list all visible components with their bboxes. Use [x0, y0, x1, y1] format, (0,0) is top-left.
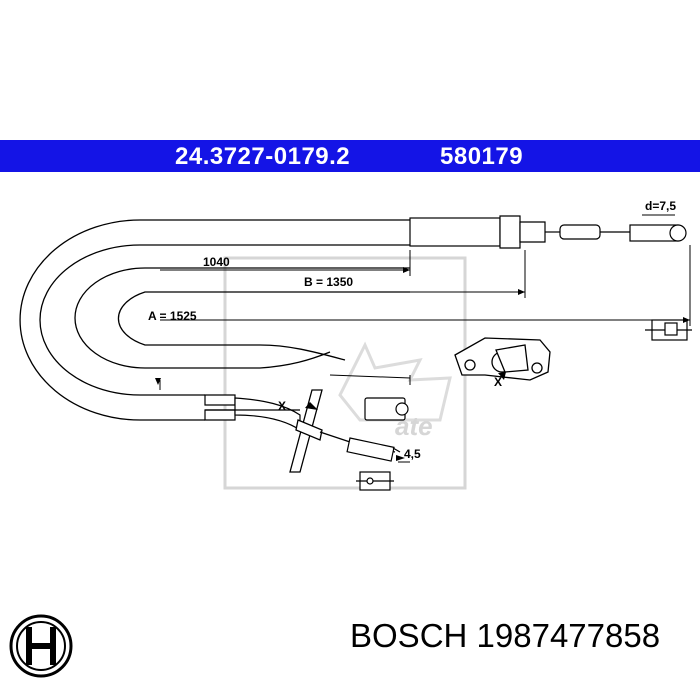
brand-name: BOSCH [350, 617, 468, 654]
detail-marker-x-right: X [494, 375, 502, 389]
bracket-detail [454, 337, 551, 381]
dimension-arrows [155, 267, 690, 461]
article-number: 1987477858 [476, 617, 661, 654]
reference-number: 580179 [440, 143, 524, 170]
end-section-detail [645, 319, 692, 341]
cable-sheath [19, 219, 410, 421]
lower-nipple [346, 397, 409, 491]
mounting-bracket [289, 389, 396, 473]
brand-article-line: BOSCH 1987477858 [350, 617, 660, 655]
part-number: 24.3727-0179.2 [175, 143, 351, 170]
dim-b-label: B = 1350 [304, 275, 353, 289]
cable-drawing: ate [19, 199, 692, 491]
bosch-armature-icon [9, 614, 73, 678]
header-bar: 24.3727-0179.2 580179 [0, 140, 700, 172]
detail-marker-x-left: X [278, 399, 286, 413]
upper-fitting [409, 215, 687, 249]
lower-fitting [204, 394, 301, 432]
dimension-lines [159, 214, 691, 463]
nipple-size-label: 4,5 [404, 447, 421, 461]
dim-1040-label: 1040 [203, 255, 230, 269]
dim-a-label: A = 1525 [148, 309, 197, 323]
diameter-label: d=7,5 [645, 199, 676, 213]
